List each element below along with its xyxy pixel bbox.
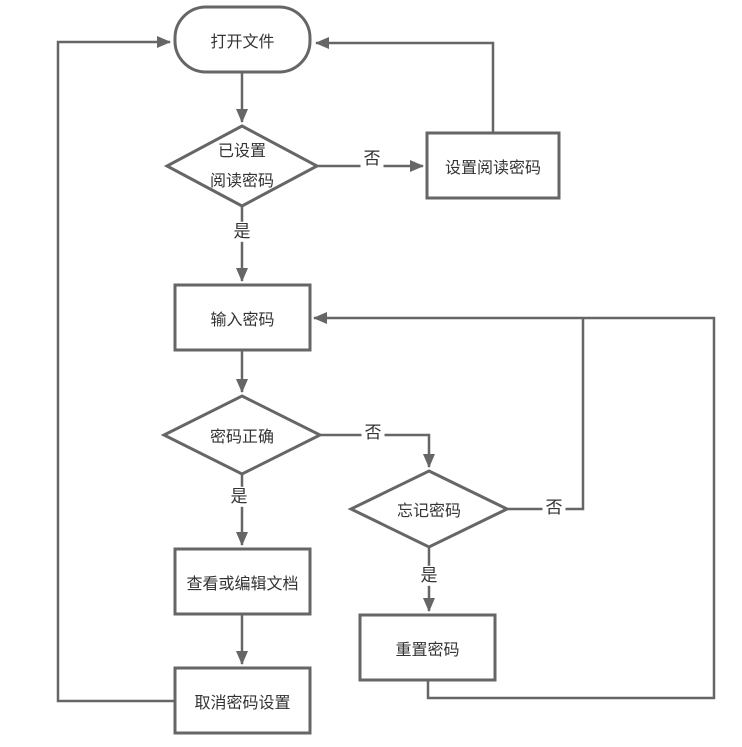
edge-set-password-to-open-file xyxy=(315,37,495,133)
node-label-line: 阅读密码 xyxy=(209,171,274,190)
shapes xyxy=(160,5,561,735)
shape-reset-password-rect xyxy=(358,613,497,682)
node-reset-password[interactable]: 重置密码 xyxy=(395,639,460,659)
node-view-or-edit-document[interactable]: 查看或编辑文档 xyxy=(186,573,299,593)
edge-cancel-to-open-file xyxy=(56,36,175,703)
edge-forgot-password-no xyxy=(507,318,585,511)
edge-password-correct-no xyxy=(320,433,435,468)
shape-cancel-password-rect xyxy=(173,666,312,735)
node-set-read-password[interactable]: 设置阅读密码 xyxy=(444,157,541,177)
edges xyxy=(56,36,716,703)
shape-enter-password-rect xyxy=(173,283,312,352)
edge-label-forgot-password-no: 否 xyxy=(542,497,566,519)
node-forgot-password-decision[interactable]: 忘记密码 xyxy=(396,501,461,520)
node-cancel-password-setting[interactable]: 取消密码设置 xyxy=(194,692,291,712)
node-open-file[interactable]: 打开文件 xyxy=(210,31,275,51)
edge-label-password-set-no: 否 xyxy=(360,148,384,170)
node-label-line: 已设置 xyxy=(217,141,266,161)
shape-view-or-edit-rect xyxy=(173,547,312,616)
shape-password-correct-diamond xyxy=(160,394,324,476)
shape-open-file-stadium xyxy=(173,5,312,74)
node-enter-password[interactable]: 输入密码 xyxy=(210,309,275,329)
edge-label-password-correct-yes: 是 xyxy=(227,486,251,508)
node-password-set-decision[interactable]: 已设置 阅读密码 xyxy=(167,126,317,206)
edge-label-password-correct-no: 否 xyxy=(361,422,385,444)
edge-label-password-set-yes: 是 xyxy=(230,221,254,243)
edge-reset-to-enter-password xyxy=(313,312,716,700)
shape-forgot-password-diamond xyxy=(347,469,511,549)
node-password-correct-decision[interactable]: 密码正确 xyxy=(209,427,274,446)
edge-label-forgot-password-yes: 是 xyxy=(417,565,441,587)
shape-set-read-password-rect xyxy=(425,131,561,200)
shape-password-set-diamond xyxy=(163,124,321,208)
